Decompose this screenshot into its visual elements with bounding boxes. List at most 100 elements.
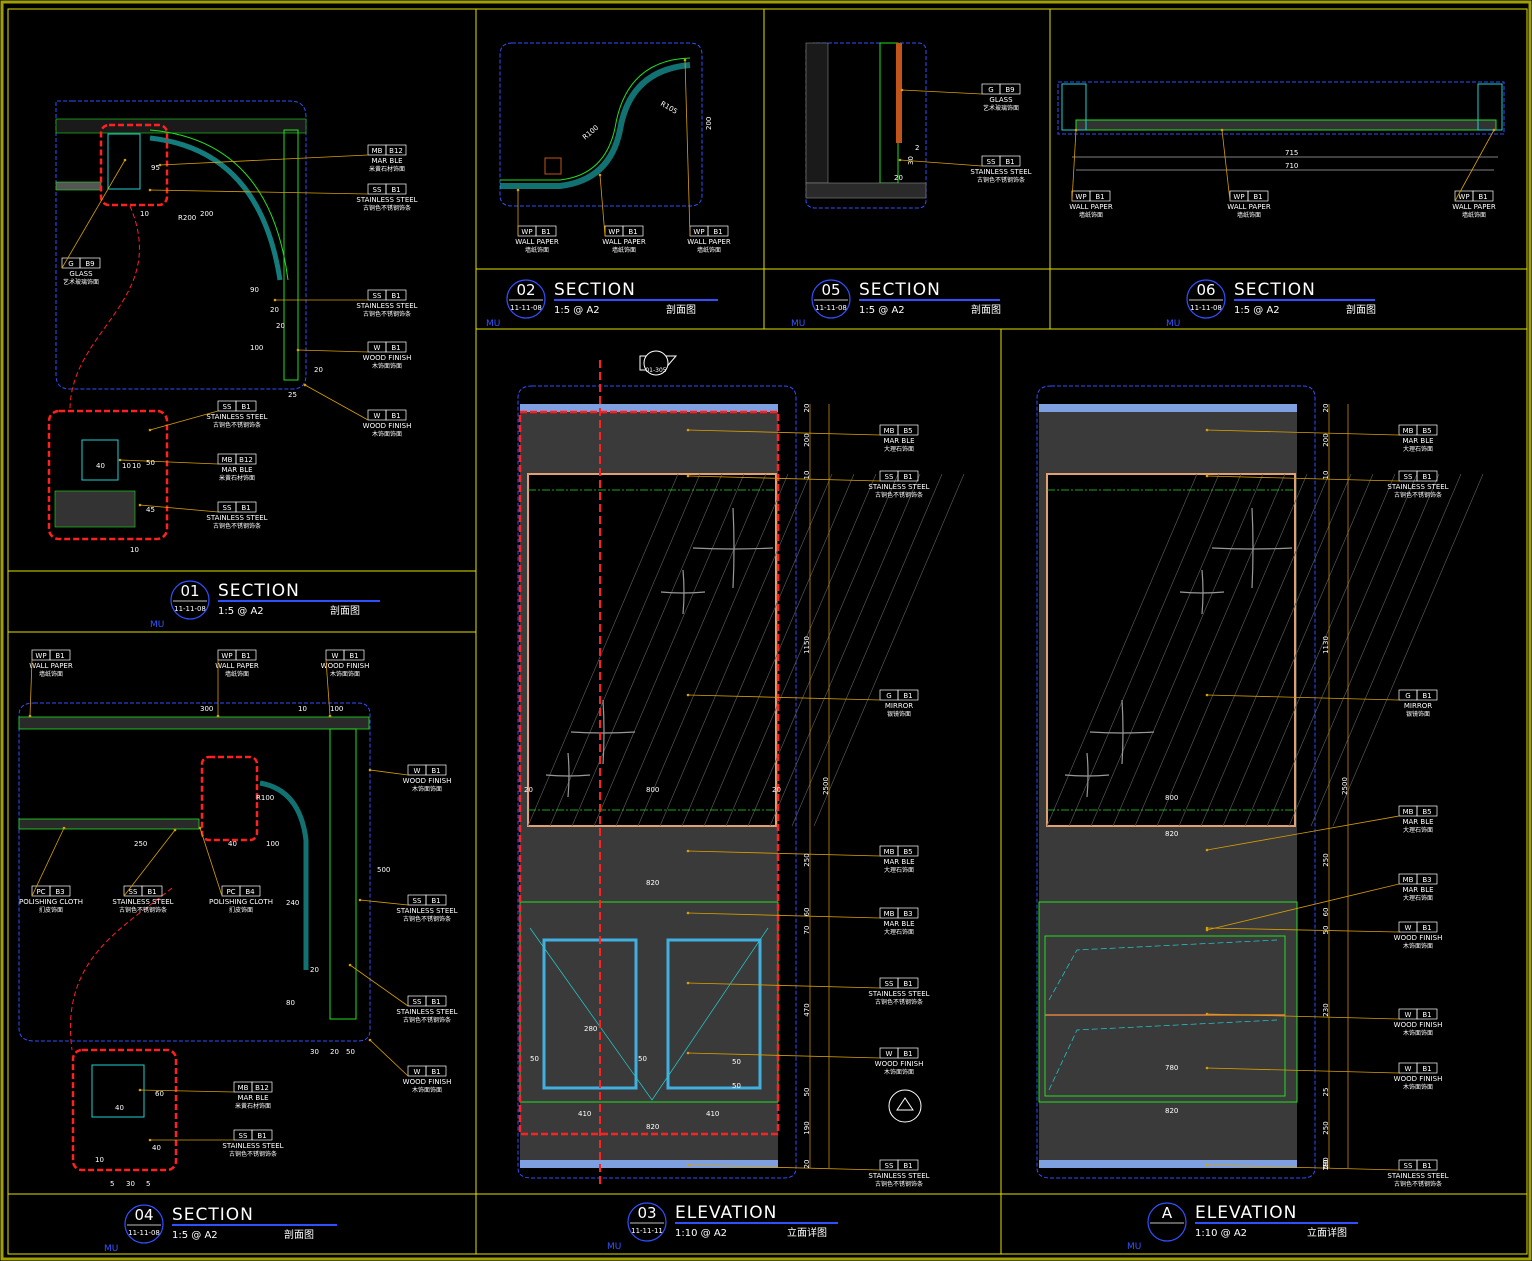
title-circle: [1147, 1202, 1187, 1242]
p03-vdim-label: 10: [803, 471, 811, 480]
tag-chinese: 大理石饰面: [884, 445, 914, 453]
tag-number-box: [1247, 190, 1269, 202]
tag-leader: [687, 694, 881, 701]
pA-mirror-hatch: [1266, 473, 1418, 827]
tag-number: B1: [903, 1162, 912, 1170]
p05-panel: [879, 42, 899, 184]
tag-code: G: [68, 260, 73, 268]
panel-05-artwork: [805, 42, 927, 209]
tag-code: W: [374, 344, 381, 352]
p04-dim-label: 40: [152, 1144, 161, 1152]
title-chinese: 剖面图: [1346, 303, 1376, 316]
tag-leader-dot: [368, 1038, 372, 1042]
p01-dim-label: 40: [96, 462, 105, 470]
pA-hdim-label: 820: [1165, 830, 1178, 838]
tag-number-box: [707, 225, 729, 237]
title-scale: 1:5 @ A2: [554, 305, 600, 316]
tag-number: B5: [1422, 808, 1431, 816]
panel-p03-artwork: [517, 360, 965, 1185]
p03-mirror-hatch: [659, 473, 811, 827]
p03-total-height: 2500: [822, 777, 830, 795]
pA-mirror-hatch: [1288, 473, 1440, 827]
tag-name: MAR BLE: [883, 858, 914, 866]
tag-code: SS: [413, 998, 422, 1006]
p01-dim-label: 20: [270, 306, 279, 314]
p01-curve-edge: [149, 129, 289, 281]
title-number: 05: [821, 281, 840, 299]
title-text: SECTION: [1234, 280, 1316, 300]
tag-chinese: 木饰面饰面: [330, 670, 360, 678]
p03-vdim-label: 50: [803, 1088, 811, 1097]
p03-vdim-label: 60: [803, 908, 811, 917]
p02-s-curve-edge: [500, 57, 691, 181]
p02-dim-200: 200: [705, 117, 713, 130]
tag-number: B1: [391, 412, 400, 420]
tag-number-box: [235, 649, 257, 661]
tag-leader-dot: [28, 714, 32, 718]
tag-code: SS: [885, 473, 894, 481]
pA-sparkle: [1064, 752, 1110, 798]
tag-number-box: [235, 501, 257, 513]
tag-number-box: [425, 764, 447, 776]
tag-number: B1: [241, 504, 250, 512]
tag-leader-dot: [173, 828, 177, 832]
tag-leader: [199, 827, 223, 897]
tag-number: B3: [903, 910, 912, 918]
tag-chinese: 古铜色不锈钢饰条: [213, 421, 261, 429]
pA-vdim-label: 10: [1322, 471, 1330, 480]
tag-leader: [899, 159, 983, 167]
p03-bottom-trim: [520, 1160, 778, 1168]
p04-dim-label: 40: [115, 1104, 124, 1112]
tag-leader-dot: [198, 826, 202, 830]
tag-leader-dot: [900, 88, 904, 92]
p01-wall-strip: [283, 129, 299, 381]
tag-number: B12: [239, 456, 253, 464]
tag-leader-dot: [158, 163, 162, 167]
tag-leader-dot: [1220, 128, 1224, 132]
tag-leader-dot: [1492, 128, 1496, 132]
tag-number: B5: [1422, 427, 1431, 435]
tag-leader: [29, 659, 33, 717]
title-mu: MU: [104, 1244, 118, 1254]
p04-mid-band: [18, 818, 200, 830]
p03-hdim-label: 50: [732, 1082, 741, 1090]
p01-dim-label: 10: [122, 462, 131, 470]
p02-block: [544, 157, 562, 175]
tag-number-box: [535, 225, 557, 237]
tag-number-box: [49, 649, 71, 661]
tag-leader-dot: [686, 474, 690, 478]
tag-name: STAINLESS STEEL: [1387, 1172, 1448, 1180]
panel-04-artwork: [18, 702, 371, 1172]
tag-leader-dot: [1074, 128, 1078, 132]
tag-leader-dot: [138, 1088, 142, 1092]
p03-vdim-label: 20: [803, 404, 811, 413]
p03-hdim-label: 410: [706, 1110, 719, 1118]
tag-chinese: 古铜色不锈钢饰条: [119, 906, 167, 914]
tag-code: G: [988, 86, 993, 94]
p01-dim-label: 10: [140, 210, 149, 218]
pA-vdim-label: 50: [1322, 1160, 1330, 1169]
tag-name: MAR BLE: [1402, 818, 1433, 826]
p01-detail-block: [54, 490, 136, 528]
tag-leader-dot: [328, 714, 332, 718]
tag-chinese: 米黄石材饰面: [369, 165, 405, 173]
p04-dim-label: 20: [310, 966, 319, 974]
tag-leader: [1071, 129, 1077, 202]
tag-chinese: 米黄石材饰面: [219, 474, 255, 482]
tag-code: W: [1405, 924, 1412, 932]
panel-02-artwork: [499, 42, 703, 207]
tag-code: WP: [1458, 193, 1469, 201]
p02-dim-r100: R100: [581, 124, 600, 142]
p03-door-right: [666, 938, 762, 1090]
tag-number: B1: [431, 1068, 440, 1076]
tag-code: MB: [1403, 876, 1414, 884]
pA-mirror-hatch: [1178, 473, 1330, 827]
tag-number: B1: [1422, 924, 1431, 932]
tag-chinese: 古铜色不锈钢饰条: [1394, 491, 1442, 499]
tag-code: WP: [608, 228, 619, 236]
tag-chinese: 木饰面饰面: [1403, 1083, 1433, 1091]
p03-top-trim: [520, 404, 778, 412]
